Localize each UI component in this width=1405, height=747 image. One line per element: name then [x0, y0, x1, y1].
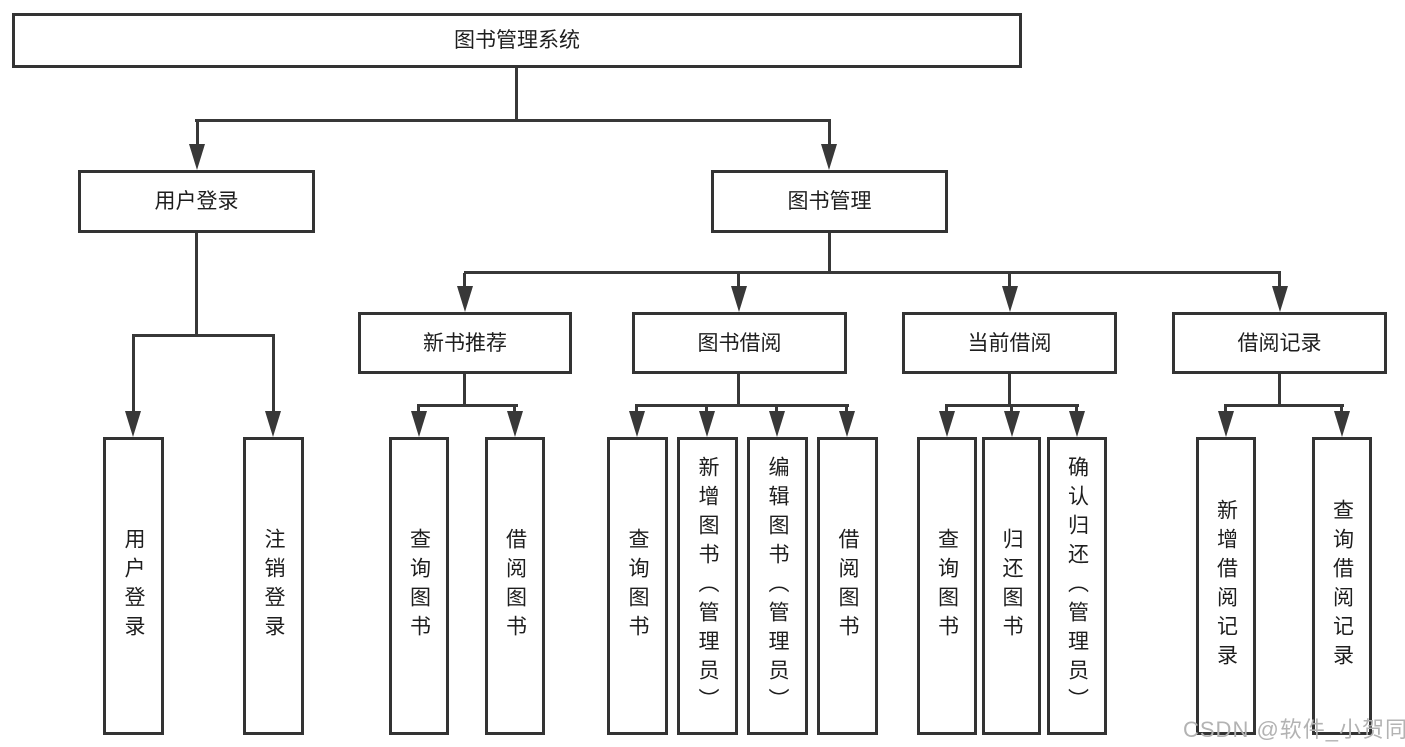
connector-recommend-horizontal	[417, 404, 518, 407]
node-borrow-records: 借阅记录	[1172, 312, 1387, 374]
node-new-book-recommend: 新书推荐	[358, 312, 572, 374]
connector-stem-recommend-query	[417, 406, 420, 414]
connector-stem-query-record	[1340, 406, 1343, 414]
connector-records-vertical	[1278, 374, 1281, 407]
arrowhead-return-books	[1004, 411, 1020, 437]
arrowhead-add-books	[699, 411, 715, 437]
arrowhead-borrow-records	[1272, 286, 1288, 312]
node-root-label: 图书管理系统	[454, 29, 580, 52]
node-book-management-label: 图书管理	[787, 190, 872, 213]
arrowhead-book-borrow	[731, 286, 747, 312]
connector-stem-new-book-recommend	[463, 273, 466, 288]
leaf-add-borrow-record: 新增借阅记录	[1196, 437, 1256, 735]
connector-current-horizontal	[945, 404, 1079, 407]
node-book-borrow-label: 图书借阅	[697, 331, 782, 355]
leaf-current-query-books-label: 查询图书	[935, 528, 959, 644]
connector-stem-confirm-return	[1075, 406, 1078, 414]
node-user-login-label: 用户登录	[154, 190, 239, 213]
connector-stem-recommend-borrow	[513, 406, 516, 414]
arrowhead-recommend-query	[411, 411, 427, 437]
connector-book-borrow-horizontal	[635, 404, 849, 407]
node-new-book-recommend-label: 新书推荐	[423, 331, 507, 355]
connector-stem-add-record	[1224, 406, 1227, 414]
connector-records-horizontal	[1224, 404, 1344, 407]
arrowhead-recommend-borrow	[507, 411, 523, 437]
connector-stem-borrow-query	[635, 406, 638, 414]
connector-stem-book-management	[828, 121, 831, 147]
csdn-watermark: CSDN @软件_小贺同学	[1183, 717, 1405, 742]
arrowhead-borrow-query	[629, 411, 645, 437]
node-user-login: 用户登录	[78, 170, 315, 233]
connector-stem-user-login	[196, 121, 199, 147]
connector-stem-edit-books	[775, 406, 778, 414]
arrowhead-current-borrow	[1002, 286, 1018, 312]
leaf-recommend-query-books: 查询图书	[389, 437, 449, 735]
connector-root-horizontal	[195, 119, 831, 122]
connector-stem-return-books	[1010, 406, 1013, 414]
arrowhead-new-book-recommend	[457, 286, 473, 312]
arrowhead-user-login	[189, 144, 205, 170]
leaf-return-books: 归还图书	[982, 437, 1041, 735]
connector-book-borrow-vertical2	[737, 374, 740, 407]
arrowhead-current-query	[939, 411, 955, 437]
arrowhead-borrow-borrow	[839, 411, 855, 437]
leaf-confirm-return-admin: 确认归还（管理员）	[1047, 437, 1107, 735]
leaf-return-books-label: 归还图书	[1000, 528, 1023, 644]
node-book-management: 图书管理	[711, 170, 948, 233]
connector-stem-current-borrow	[1008, 273, 1011, 288]
leaf-user-login: 用户登录	[103, 437, 164, 735]
leaf-edit-books-admin-label: 编辑图书（管理员）	[766, 455, 789, 717]
arrowhead-leaf-logout	[265, 411, 281, 437]
connector-current-vertical	[1008, 374, 1011, 407]
node-current-borrow-label: 当前借阅	[967, 331, 1052, 355]
node-book-borrow: 图书借阅	[632, 312, 847, 374]
leaf-logout: 注销登录	[243, 437, 304, 735]
node-current-borrow: 当前借阅	[902, 312, 1117, 374]
connector-stem-book-borrow	[737, 273, 740, 288]
arrowhead-edit-books	[769, 411, 785, 437]
connector-stem-add-books	[705, 406, 708, 414]
leaf-add-books-admin-label: 新增图书（管理员）	[696, 455, 719, 717]
connector-root-vertical	[515, 68, 518, 122]
leaf-recommend-borrow-books-label: 借阅图书	[503, 528, 527, 644]
leaf-current-query-books: 查询图书	[917, 437, 977, 735]
leaf-add-borrow-record-label: 新增借阅记录	[1214, 499, 1238, 673]
arrowhead-leaf-user-login	[125, 411, 141, 437]
connector-stem-leaf-user-login	[132, 336, 135, 413]
leaf-borrow-query-books: 查询图书	[607, 437, 668, 735]
node-borrow-records-label: 借阅记录	[1237, 331, 1322, 355]
connector-user-login-horizontal	[132, 334, 275, 337]
arrowhead-book-management	[821, 144, 837, 170]
leaf-recommend-borrow-books: 借阅图书	[485, 437, 545, 735]
arrowhead-add-record	[1218, 411, 1234, 437]
leaf-query-borrow-record: 查询借阅记录	[1312, 437, 1372, 735]
leaf-logout-label: 注销登录	[262, 528, 285, 644]
leaf-query-borrow-record-label: 查询借阅记录	[1330, 499, 1354, 673]
connector-stem-leaf-logout	[272, 336, 275, 413]
leaf-confirm-return-admin-label: 确认归还（管理员）	[1065, 455, 1089, 717]
node-root: 图书管理系统	[12, 13, 1022, 68]
leaf-borrow-query-books-label: 查询图书	[626, 528, 649, 644]
leaf-borrow-borrow-books: 借阅图书	[817, 437, 878, 735]
arrowhead-confirm-return	[1069, 411, 1085, 437]
leaf-user-login-label: 用户登录	[122, 528, 145, 644]
leaf-borrow-borrow-books-label: 借阅图书	[836, 528, 859, 644]
connector-stem-borrow-borrow	[845, 406, 848, 414]
leaf-recommend-query-books-label: 查询图书	[407, 528, 431, 644]
connector-recommend-vertical	[463, 374, 466, 407]
connector-stem-current-query	[945, 406, 948, 414]
leaf-add-books-admin: 新增图书（管理员）	[677, 437, 738, 735]
connector-book-management-horizontal	[464, 271, 1281, 274]
connector-book-management-vertical	[828, 233, 831, 274]
connector-stem-borrow-records	[1278, 273, 1281, 288]
arrowhead-query-record	[1334, 411, 1350, 437]
connector-user-login-vertical	[195, 233, 198, 336]
leaf-edit-books-admin: 编辑图书（管理员）	[747, 437, 808, 735]
